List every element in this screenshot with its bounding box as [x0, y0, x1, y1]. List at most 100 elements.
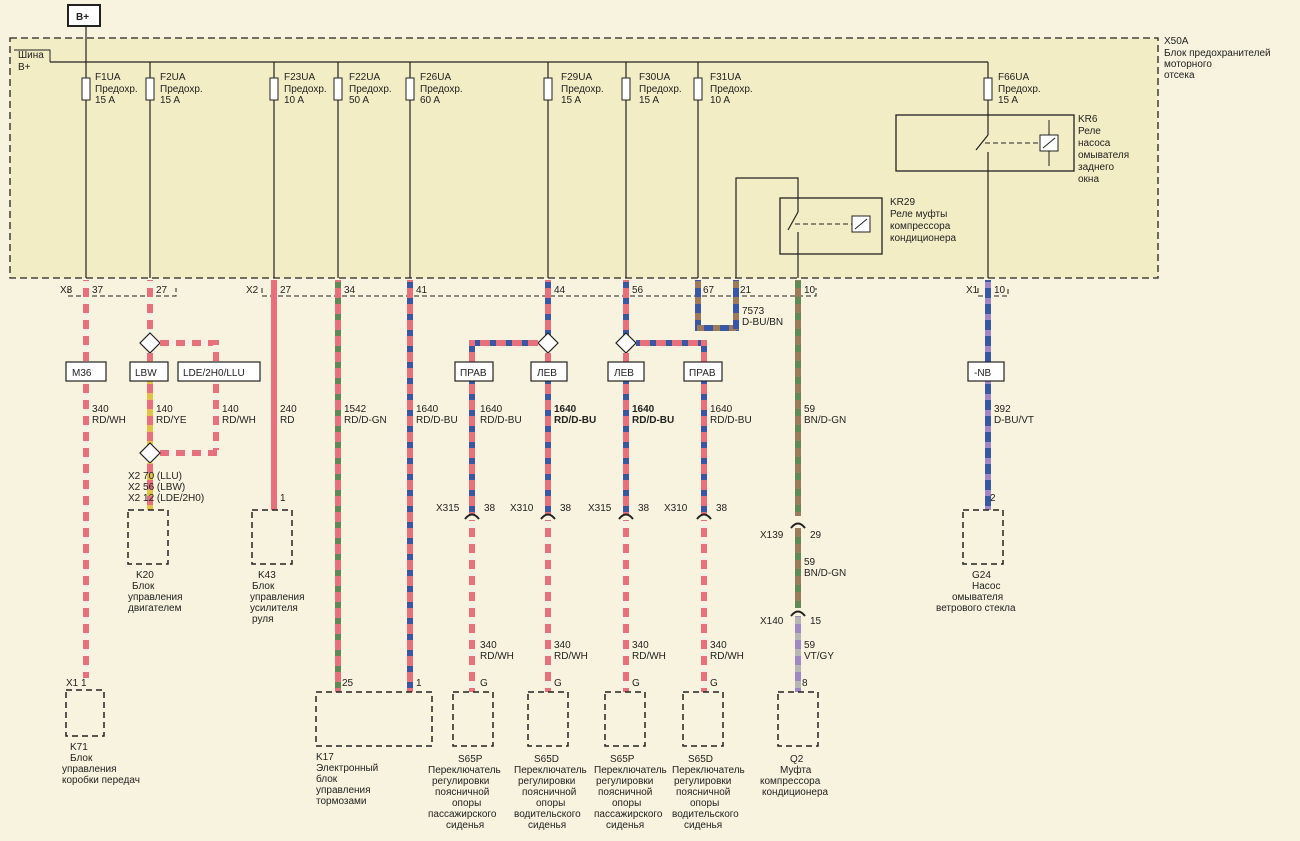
- x315a-id: X315: [436, 503, 460, 514]
- s65p1-pin: G: [480, 678, 488, 689]
- wire-s65p1-lower: [469, 520, 475, 692]
- wire-k20-lde: [213, 340, 219, 456]
- wire-k20-lde-circuit: 140: [222, 404, 239, 415]
- wire-s65d2-upper: [701, 340, 707, 515]
- k17-line4: тормозами: [316, 796, 367, 807]
- component-k17: K17 Электронный блок управления тормозам…: [315, 691, 433, 807]
- component-k71: X1 1 K71 Блок управления коробки передач: [62, 678, 140, 786]
- bus-label-1: Шина: [18, 50, 44, 61]
- g24-line2: омывателя: [952, 592, 1003, 603]
- wire-s65p2-circuit: 1640: [632, 404, 655, 415]
- wire-k17-1542-circuit: 1542: [344, 404, 367, 415]
- wire-k20-upper: [147, 280, 153, 335]
- fuse-f23ua: F23UA Предохр. 10 A: [269, 62, 327, 278]
- s65d1-line2: регулировки: [518, 776, 575, 787]
- wire-s65p1-circuit: 1640: [480, 404, 503, 415]
- k17-pin-25: 25: [342, 678, 354, 689]
- inline-connector-x140: X140 15: [760, 610, 822, 627]
- s65d2-line5: водительского: [672, 809, 739, 820]
- option-box-prav1-label: ПРАВ: [460, 368, 487, 379]
- s65p2-pin: G: [632, 678, 640, 689]
- wire-k17-1640-circuit: 1640: [416, 404, 439, 415]
- wire-s65d2-lower-color: RD/WH: [710, 651, 744, 662]
- x310b-pin: 38: [716, 503, 728, 514]
- wire-k17-1542: [335, 280, 341, 692]
- wire-s65p1-lower-circuit: 340: [480, 640, 497, 651]
- relay-kr29: KR29 Реле муфты компрессора кондиционера: [735, 177, 957, 278]
- fuse-f1ua: F1UA Предохр. 15 A: [81, 62, 138, 278]
- splice-f30: [615, 332, 637, 354]
- x315a-pin: 38: [484, 503, 496, 514]
- fuse-f22ua-type: Предохр.: [349, 84, 392, 95]
- fuse-f23ua-type: Предохр.: [284, 84, 327, 95]
- connector-x2-outline: [261, 288, 817, 297]
- option-box-lbw-label: LBW: [135, 368, 157, 379]
- wire-k43-color: RD: [280, 415, 294, 426]
- fuse-f26ua: F26UA Предохр. 60 A: [405, 62, 463, 278]
- supply-label: B+: [76, 12, 89, 23]
- k20-id: K20: [136, 570, 154, 581]
- s65p2-id: S65P: [610, 754, 635, 765]
- fuse-f1ua-id: F1UA: [95, 72, 121, 83]
- fuse-f31ua: F31UA Предохр. 10 A: [693, 62, 753, 278]
- relay-kr6-line5: окна: [1078, 174, 1099, 185]
- fuse-f22ua: F22UA Предохр. 50 A: [333, 62, 392, 278]
- k20-pins-line2: X2 56 (LBW): [128, 482, 185, 493]
- k71-id: K71: [70, 742, 88, 753]
- wire-s65d1-lower-circuit: 340: [554, 640, 571, 651]
- connector-x1-outline: [977, 288, 1009, 297]
- q2-line1: Муфта: [780, 764, 812, 776]
- wire-s65d2-lower-circuit: 340: [710, 640, 727, 651]
- s65d1-id: S65D: [534, 754, 559, 765]
- wire-q2-lower: [795, 616, 801, 692]
- q2-pin: 8: [802, 678, 808, 689]
- k17-pin-1: 1: [416, 678, 422, 689]
- wire-k20-lbw-color: RD/YE: [156, 415, 187, 426]
- wire-q2-middle: [795, 528, 801, 608]
- component-s65p-2: S65P Переключатель регулировки пояснично…: [594, 691, 667, 831]
- connector-x1-label: X1: [966, 285, 979, 296]
- fuse-f2ua-id: F2UA: [160, 72, 186, 83]
- wire-q2-middle-color: BN/D-GN: [804, 568, 846, 579]
- x310a-pin: 38: [560, 503, 572, 514]
- k17-id: K17: [316, 752, 334, 763]
- wire-k17-1640-color: RD/D-BU: [416, 415, 458, 426]
- wire-s65p2-lower-color: RD/WH: [632, 651, 666, 662]
- jumper-color: D-BU/BN: [742, 317, 783, 328]
- x310a-id: X310: [510, 503, 534, 514]
- wire-s65p2-color: RD/D-BU: [632, 415, 674, 426]
- fuse-f22ua-rating: 50 A: [349, 95, 369, 106]
- fuse-f29ua-id: F29UA: [561, 72, 592, 83]
- wire-q2-upper-circuit: 59: [804, 404, 816, 415]
- wire-s65d1-circuit: 1640: [554, 404, 577, 415]
- wire-k20-lbw: [147, 353, 153, 447]
- wire-f30-trunk: [623, 280, 629, 335]
- fuse-box-title-3: отсека: [1164, 70, 1195, 81]
- option-box-lev2-label: ЛЕВ: [614, 368, 634, 379]
- connector-x2-pin-27: 27: [280, 285, 292, 296]
- wire-q2-upper-color: BN/D-GN: [804, 415, 846, 426]
- s65d2-line6: сиденья: [684, 820, 722, 831]
- x139-id: X139: [760, 530, 784, 541]
- fuse-box-title-2: моторного: [1164, 59, 1212, 70]
- wire-s65p2-upper: [623, 353, 629, 515]
- component-k20: K20 Блок управления двигателем: [127, 509, 183, 614]
- s65d1-line5: водительского: [514, 809, 581, 820]
- connector-x2-pin-10: 10: [804, 285, 816, 296]
- wire-s65d1-color: RD/D-BU: [554, 415, 596, 426]
- relay-kr29-line1: Реле муфты: [890, 208, 947, 220]
- fuse-f30ua-type: Предохр.: [639, 84, 682, 95]
- fuse-box-title-1: Блок предохранителей: [1164, 48, 1271, 59]
- wire-k71-color: RD/WH: [92, 415, 126, 426]
- wire-k43: [271, 280, 277, 510]
- wire-s65p2-lower-circuit: 340: [632, 640, 649, 651]
- fuse-f26ua-type: Предохр.: [420, 84, 463, 95]
- fuse-f66ua-id: F66UA: [998, 72, 1029, 83]
- relay-kr6: KR6 Реле насоса омывателя заднего окна: [895, 114, 1129, 278]
- wire-jumper-right: [733, 280, 739, 330]
- wire-s65d1-lower-color: RD/WH: [554, 651, 588, 662]
- wire-k71: [83, 280, 89, 678]
- s65d1-pin: G: [554, 678, 562, 689]
- component-k43: K43 Блок управления усилителя руля: [250, 509, 305, 625]
- relay-kr29-id: KR29: [890, 197, 915, 208]
